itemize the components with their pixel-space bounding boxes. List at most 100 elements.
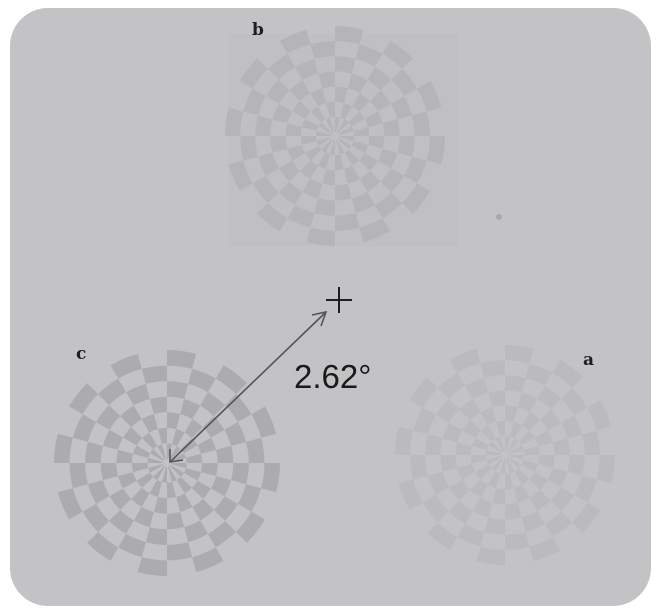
checker-segment bbox=[438, 373, 465, 399]
checker-segment bbox=[73, 414, 96, 442]
checker-segment bbox=[523, 446, 539, 455]
checker-segment bbox=[522, 511, 545, 532]
checker-segment bbox=[496, 421, 505, 437]
checker-segment bbox=[462, 420, 481, 438]
checker-segment bbox=[505, 345, 533, 363]
checker-segment bbox=[395, 427, 413, 455]
checker-segment bbox=[70, 463, 88, 488]
checker-segment bbox=[553, 438, 570, 455]
checker-segment bbox=[505, 532, 530, 550]
checker-segment bbox=[572, 502, 600, 532]
checker-segment bbox=[537, 386, 561, 409]
checker-segment bbox=[98, 379, 126, 405]
checker-segment bbox=[142, 433, 157, 450]
checker-segment bbox=[410, 377, 438, 407]
checker-segment bbox=[505, 473, 514, 489]
checker-segment bbox=[597, 455, 615, 483]
checker-segment bbox=[545, 511, 572, 537]
checker-segment bbox=[216, 365, 247, 394]
checker-segment bbox=[470, 479, 488, 498]
checker-segment bbox=[134, 507, 154, 527]
checker-segment bbox=[505, 406, 518, 422]
checker-segment bbox=[154, 497, 167, 514]
checker-segment bbox=[529, 472, 548, 490]
checker-segment bbox=[184, 468, 201, 481]
checker-segment bbox=[158, 428, 167, 444]
checker-segment bbox=[538, 455, 554, 468]
stimulus-label-a: a bbox=[583, 350, 594, 370]
checker-segment bbox=[561, 388, 587, 415]
checker-segment bbox=[146, 527, 167, 545]
checker-segment bbox=[410, 455, 428, 480]
checker-segment bbox=[167, 350, 196, 369]
checker-segment bbox=[225, 394, 251, 422]
checker-segment bbox=[149, 480, 162, 497]
checker-segment bbox=[465, 378, 488, 399]
checker-segment bbox=[110, 488, 132, 510]
checker-segment bbox=[131, 488, 149, 507]
checker-segment bbox=[488, 472, 500, 489]
checker-segment bbox=[526, 363, 553, 386]
checker-segment bbox=[126, 384, 150, 406]
checker-segment bbox=[116, 450, 133, 463]
checker-segment bbox=[123, 427, 142, 445]
checker-segment bbox=[167, 542, 192, 560]
checker-segment bbox=[505, 503, 522, 520]
checker-segment bbox=[457, 464, 475, 480]
checker-segment bbox=[449, 501, 473, 524]
checker-segment bbox=[492, 488, 505, 504]
checker-segment bbox=[481, 425, 496, 441]
checker-segment bbox=[101, 463, 118, 480]
checker-segment bbox=[54, 434, 73, 463]
checker-segment bbox=[192, 547, 223, 572]
checker-segment bbox=[214, 496, 238, 521]
checker-segment bbox=[109, 510, 134, 534]
checker-segment bbox=[192, 481, 211, 499]
checker-segment bbox=[208, 521, 236, 547]
checker-segment bbox=[85, 442, 103, 463]
checker-segment bbox=[261, 463, 280, 492]
checker-segment bbox=[552, 360, 582, 388]
checker-segment bbox=[514, 485, 530, 503]
checker-segment bbox=[142, 366, 167, 384]
checker-segment bbox=[167, 412, 180, 429]
checker-segment bbox=[530, 537, 560, 561]
checker-segment bbox=[188, 369, 216, 392]
fixation-cross-icon bbox=[326, 287, 352, 313]
checker-segment bbox=[88, 480, 110, 504]
checker-segment bbox=[436, 399, 459, 423]
checker-segment bbox=[224, 422, 246, 446]
checker-segment bbox=[440, 455, 457, 472]
checker-segment bbox=[138, 557, 167, 576]
checker-segment bbox=[530, 490, 551, 511]
checker-segment bbox=[180, 399, 200, 419]
checker-segment bbox=[120, 406, 142, 428]
checker-segment bbox=[425, 434, 442, 455]
checker-segment bbox=[177, 477, 192, 494]
stimulus-display: b c a 2.62° bbox=[10, 8, 651, 606]
checker-segment bbox=[118, 534, 146, 557]
checker-segment bbox=[587, 400, 611, 430]
checker-segment bbox=[458, 524, 485, 547]
checker-segment bbox=[443, 423, 463, 442]
checker-segment bbox=[186, 454, 202, 463]
stimulus-display-panel: b c a 2.62° bbox=[10, 8, 651, 606]
checker-segment bbox=[96, 405, 120, 430]
checker-segment bbox=[522, 460, 539, 472]
checkerboard-stimulus-c bbox=[54, 350, 280, 576]
checker-segment bbox=[335, 213, 360, 231]
checker-segment bbox=[167, 512, 184, 529]
checker-segment bbox=[211, 476, 231, 496]
checker-segment bbox=[574, 476, 597, 503]
checker-segment bbox=[176, 493, 192, 512]
checker-segment bbox=[150, 397, 167, 414]
checker-segment bbox=[548, 468, 568, 487]
checker-segment bbox=[582, 430, 600, 455]
checker-segment bbox=[475, 465, 491, 480]
checker-segment bbox=[427, 522, 457, 550]
checker-segment bbox=[518, 393, 537, 413]
checker-segment bbox=[185, 419, 203, 438]
checker-segment bbox=[535, 430, 553, 446]
checker-segment bbox=[522, 412, 540, 431]
checker-segment bbox=[449, 480, 470, 501]
